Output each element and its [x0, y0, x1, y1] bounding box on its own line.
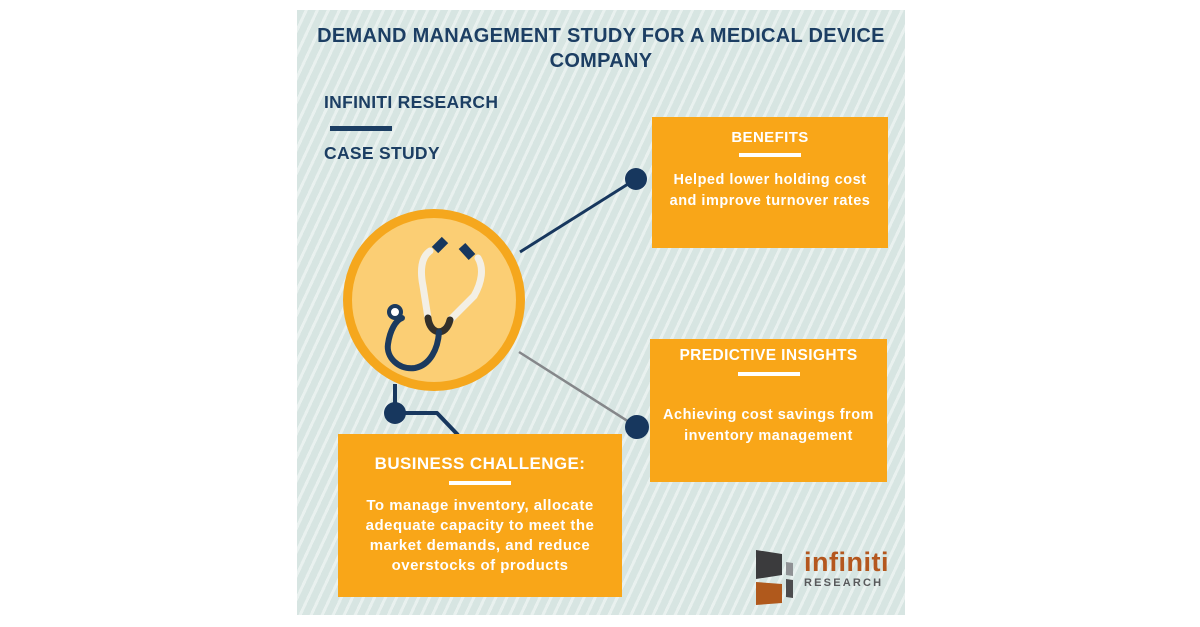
business-challenge-card-title: BUSINESS CHALLENGE: [374, 454, 586, 473]
stethoscope-icon [384, 236, 485, 372]
connector-challenge-line [393, 384, 460, 437]
benefits-card-title: BENEFITS [731, 129, 809, 146]
logo-name: infiniti [804, 547, 889, 577]
business-challenge-card: BUSINESS CHALLENGE: To manage inventory,… [338, 434, 622, 597]
business-challenge-card-underline [449, 481, 511, 485]
infiniti-logo-mark-icon [756, 550, 793, 605]
benefits-card-body: Helped lower holding cost and improve tu… [669, 171, 871, 209]
brand-name: INFINITI RESEARCH [324, 92, 499, 112]
business-challenge-card-body: To manage inventory, allocate adequate c… [365, 496, 595, 574]
logo-subtitle: RESEARCH [804, 577, 884, 589]
predictive-insights-card-title: PREDICTIVE INSIGHTS [679, 347, 858, 364]
poster-title: DEMAND MANAGEMENT STUDY FOR A MEDICAL DE… [317, 25, 885, 72]
connector-predictive-line [518, 350, 638, 429]
case-study-label: CASE STUDY [324, 143, 440, 163]
challenge-connector-dot [384, 402, 406, 424]
predictive-connector-dot [625, 415, 649, 439]
infiniti-research-logo: infiniti RESEARCH [755, 548, 889, 606]
predictive-insights-card: PREDICTIVE INSIGHTS Achieving cost savin… [650, 339, 887, 482]
connector-lines [393, 177, 638, 437]
circle-illustration [343, 209, 525, 391]
benefits-card-underline [739, 153, 801, 157]
poster-panel: DEMAND MANAGEMENT STUDY FOR A MEDICAL DE… [297, 10, 905, 615]
benefits-connector-dot [625, 168, 647, 190]
brand-underline [330, 126, 392, 131]
predictive-insights-card-underline [737, 372, 800, 376]
predictive-insights-card-body: Achieving cost savings from inventory ma… [663, 406, 874, 444]
connector-benefits-line [519, 177, 637, 254]
brand-block: INFINITI RESEARCH CASE STUDY [324, 92, 498, 164]
benefits-card: BENEFITS Helped lower holding cost and i… [652, 117, 888, 248]
logo-text: infiniti RESEARCH [804, 548, 889, 589]
